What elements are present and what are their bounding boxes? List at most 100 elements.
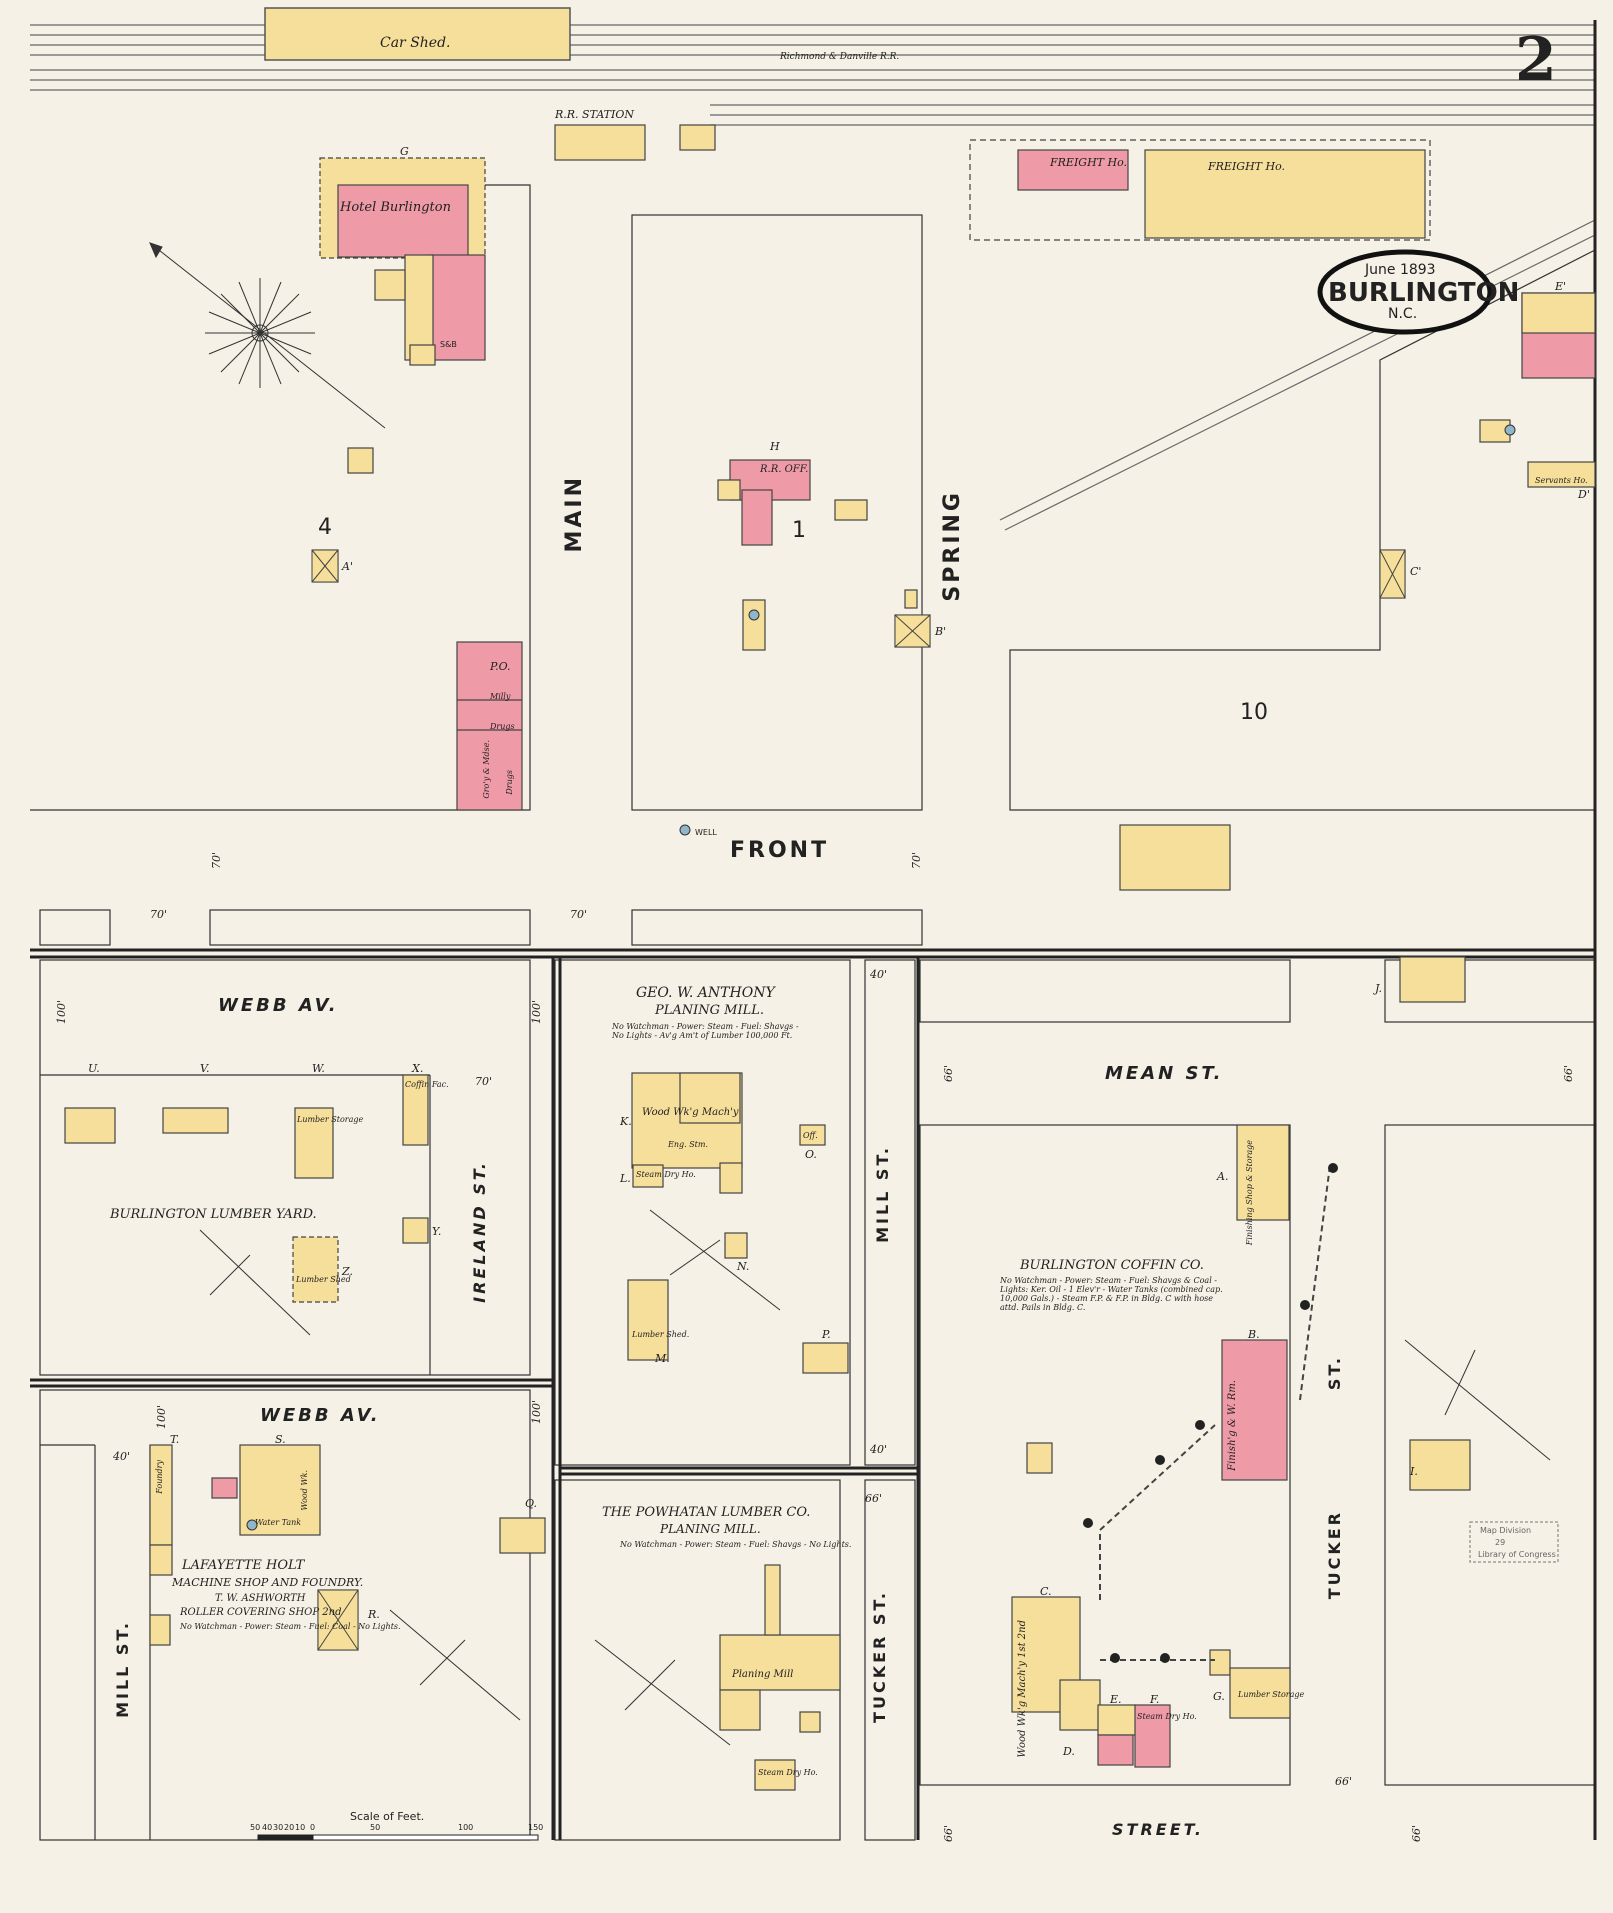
stamp-state: N.C. [1388,306,1418,322]
lumber-shed-label: Lumber Shed [296,1275,351,1284]
letter-p: P. [822,1328,831,1341]
dim-40: 40' [870,1443,888,1456]
lumber-storage-label: Lumber Storage [297,1115,364,1124]
letter-v: V. [200,1062,210,1075]
letter-c1: C' [1410,565,1422,578]
dim-70: 70' [475,1075,493,1088]
letter-w: W. [312,1062,325,1075]
post-office-label: P.O. [490,660,511,673]
hotel-burlington: Hotel Burlington [340,200,451,215]
letter-a: A. [1217,1170,1229,1183]
letter-g: G [400,145,409,158]
dim-100: 100' [155,1405,168,1430]
street-webb-2: WEBB AV. [260,1405,381,1426]
powhatan-dry: Steam Dry Ho. [758,1768,818,1777]
coffin-lumber: Lumber Storage [1238,1690,1305,1699]
scale-tick: 40 [262,1823,273,1832]
letter-z: Z. [342,1265,353,1278]
dim-100: 100' [530,1000,543,1025]
dim-70: 70' [150,908,168,921]
millinery-label: Milly [490,692,511,701]
library-stamp-line1: Map Division [1480,1526,1532,1535]
letter-d: D. [1063,1745,1075,1758]
coffin-wood: Wood Wk'g Mach'y 1st 2nd [1017,1620,1028,1758]
drugs-label: Drugs [490,722,515,731]
anthony-off: Off. [803,1131,818,1140]
dim-66: 66' [1335,1775,1353,1788]
dim-66: 66' [1410,1825,1423,1843]
dim-70: 70' [570,908,588,921]
anthony-dry: Steam Dry Ho. [636,1170,696,1179]
dim-66: 66' [942,1065,955,1083]
coffin-name: BURLINGTON COFFIN CO. [1020,1258,1204,1273]
letter-o: O. [805,1148,817,1161]
dim-66: 66' [1562,1065,1575,1083]
scale-tick: 50 [250,1823,261,1832]
dim-40: 40' [870,968,888,981]
servants-label: Servants Ho. [1535,476,1588,485]
railroad-name: Richmond & Danville R.R. [780,52,900,62]
stamp-city: BURLINGTON [1328,278,1520,308]
dim-66: 66' [942,1825,955,1843]
street-street: STREET. [1112,1820,1204,1839]
scale-bar [257,1834,539,1841]
letter-c: C. [1040,1585,1052,1598]
letter-b1: B' [935,625,947,638]
dim-70: 70' [210,852,223,870]
letter-m: M. [655,1352,670,1365]
library-stamp-line2: 29 [1495,1538,1506,1547]
scale-title: Scale of Feet. [350,1810,425,1823]
letter-a1: A' [342,560,353,573]
street-tucker-1: TUCKER ST. [870,1590,889,1723]
holt-owner: T. W. ASHWORTH [215,1593,306,1604]
well-label: WELL [695,828,717,837]
powhatan-name: THE POWHATAN LUMBER CO. [602,1505,811,1520]
coffin-fac-label: Coffin Fac. [405,1080,449,1089]
street-webb-1: WEBB AV. [218,995,339,1016]
street-tucker-2: TUCKER [1325,1510,1344,1600]
letter-r: R. [368,1608,380,1621]
holt-sub: MACHINE SHOP AND FOUNDRY. [172,1576,364,1589]
street-ireland: IRELAND ST. [470,1160,489,1303]
scale-tick: 100 [458,1823,474,1832]
coffin-dry: Steam Dry Ho. [1137,1712,1197,1721]
scale-tick: 30 [273,1823,284,1832]
dim-70: 70' [910,852,923,870]
rr-office-label: R.R. OFF. [760,464,809,475]
stamp-date: June 1893 [1365,262,1436,278]
letter-e1: E' [1555,280,1567,293]
anthony-eng: Eng. Stm. [668,1140,709,1149]
drugs2-label: Drugs [505,770,514,795]
letter-x: X. [412,1062,424,1075]
letter-i: I. [1410,1465,1418,1478]
street-main: MAIN [562,475,587,553]
coffin-finish: Finish'g & W. Rm. [1227,1380,1238,1471]
block-1: 1 [792,518,806,543]
letter-l: L. [620,1172,631,1185]
street-mill-2: MILL ST. [113,1620,132,1718]
dim-100: 100' [530,1400,543,1425]
block-10: 10 [1240,700,1268,725]
holt-foundry: Foundry [155,1460,164,1494]
compass-rose [149,242,386,429]
sab-label: S&B [440,340,457,349]
letter-j: J. [1375,982,1383,995]
letter-f: F. [1150,1693,1160,1706]
anthony-wood: Wood Wk'g Mach'y [642,1107,739,1118]
street-spring: SPRING [940,490,965,602]
lumber-yard-name: BURLINGTON LUMBER YARD. [110,1207,317,1222]
letter-e: E. [1110,1693,1122,1706]
street-mill-1: MILL ST. [873,1145,892,1243]
scale-tick: 10 [295,1823,306,1832]
letter-b: B. [1248,1328,1260,1341]
holt-tank: Water Tank [255,1518,302,1527]
coffin-notes: No Watchman - Power: Steam - Fuel: Shavg… [1000,1276,1223,1312]
rr-station-label: R.R. STATION [555,108,634,121]
holt-roller: ROLLER COVERING SHOP 2nd [180,1607,342,1618]
anthony-name: GEO. W. ANTHONY [636,985,775,1001]
scale-tick: 20 [284,1823,295,1832]
grocery-label: Gro'y & Mdse. [482,740,491,799]
dim-40: 40' [113,1450,131,1463]
block-outlines [30,170,1596,1841]
